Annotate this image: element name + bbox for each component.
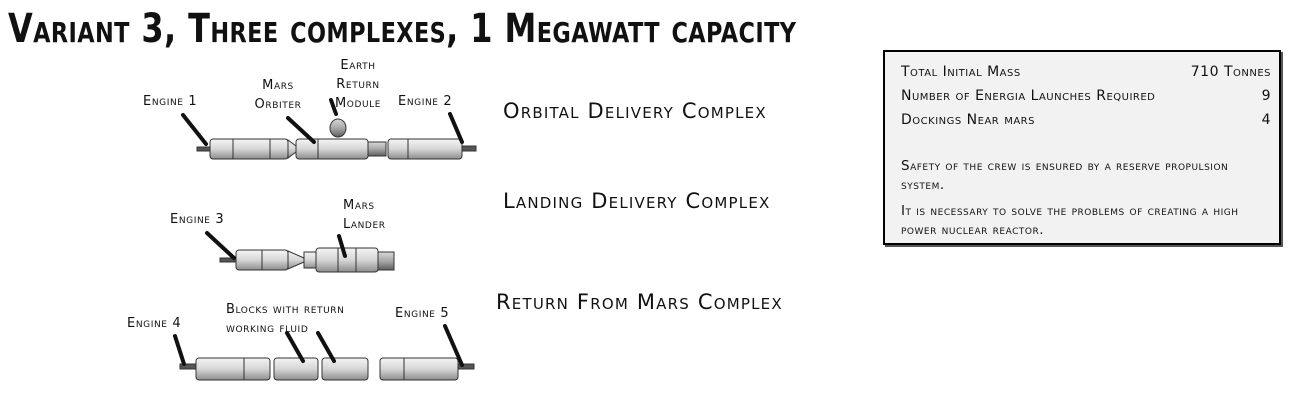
label-mars-orbiter: Mars Orbiter [254,78,302,112]
landing-pointer-lines [205,231,347,260]
spacecraft-drawings [173,98,477,381]
note-nuclear-reactor: It is necessary to solve the problems of… [901,203,1239,238]
row-value: 4 [1261,112,1271,128]
complex-return-from-mars: Return From Mars Complex [496,290,783,314]
orbital-delivery-spacecraft [196,118,477,160]
row-dockings: Dockings Near mars 4 [901,109,1271,131]
complex-orbital-delivery: Orbital Delivery Complex [503,99,767,123]
row-energia-launches: Number of Energia Launches Required 9 [901,85,1271,107]
label-engine-5: Engine 5 [395,306,450,321]
label-earth-return-module: Earth Return Module [334,58,382,111]
row-label: Dockings Near mars [901,112,1035,128]
label-engine-3: Engine 3 [170,212,225,227]
info-panel: Total Initial Mass 710 Tonnes Number of … [883,50,1281,245]
orbital-pointer-lines [181,98,464,146]
landing-delivery-spacecraft [219,247,395,273]
diagram-title: Variant 3, Three complexes, 1 Megawatt c… [8,6,797,52]
row-total-initial-mass: Total Initial Mass 710 Tonnes [901,61,1271,83]
label-engine-2: Engine 2 [398,94,453,109]
row-value: 710 Tonnes [1190,64,1271,80]
complex-landing-delivery: Landing Delivery Complex [503,189,771,213]
return-spacecraft [179,357,475,381]
return-pointer-lines [173,324,464,367]
row-value: 9 [1261,88,1271,104]
label-blocks-return-fluid: Blocks with return working fluid [226,302,345,336]
row-label: Total Initial Mass [901,64,1021,80]
row-label: Number of Energia Launches Required [901,88,1156,104]
label-engine-1: Engine 1 [143,94,198,109]
label-mars-lander: Mars Lander [343,198,386,232]
label-engine-4: Engine 4 [127,316,182,331]
note-crew-safety: Safety of the crew is ensured by a reser… [901,158,1229,193]
